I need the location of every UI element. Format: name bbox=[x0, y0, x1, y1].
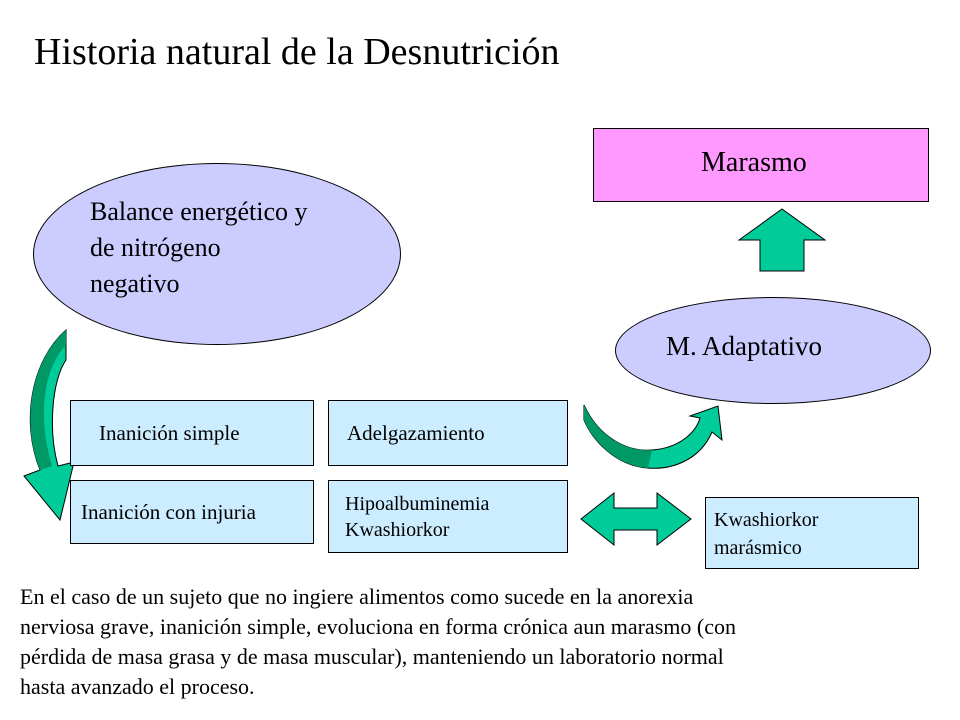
marasmo-label: Marasmo bbox=[701, 147, 807, 178]
adaptativo-ellipse: M. Adaptativo bbox=[615, 297, 931, 404]
paragraph-line-3: pérdida de masa grasa y de masa muscular… bbox=[20, 644, 724, 669]
paragraph-line-1: En el caso de un sujeto que no ingiere a… bbox=[20, 584, 694, 609]
hipoalbuminemia-label: Hipoalbuminemia Kwashiorkor bbox=[345, 491, 489, 543]
paragraph-line-4: hasta avanzado el proceso. bbox=[20, 674, 255, 699]
marasmo-box: Marasmo bbox=[593, 128, 929, 202]
balance-ellipse: Balance energético y de nitrógeno negati… bbox=[33, 163, 401, 345]
kwashiorkor-marasmico-line-1: Kwashiorkor bbox=[714, 509, 819, 531]
inanicion-simple-label: Inanición simple bbox=[99, 421, 240, 445]
inanicion-injuria-label: Inanición con injuria bbox=[81, 500, 256, 524]
explanation-paragraph: En el caso de un sujeto que no ingiere a… bbox=[20, 582, 930, 702]
up-arrow-icon bbox=[737, 208, 827, 272]
adelgazamiento-label: Adelgazamiento bbox=[347, 421, 485, 445]
curved-up-arrow-shade bbox=[584, 405, 652, 468]
balance-line-2: de nitrógeno bbox=[90, 233, 221, 262]
curved-down-arrow-shade bbox=[30, 330, 66, 470]
hipoalbuminemia-box: Hipoalbuminemia Kwashiorkor bbox=[328, 480, 568, 553]
paragraph-line-2: nerviosa grave, inanición simple, evoluc… bbox=[20, 614, 736, 639]
balance-line-3: negativo bbox=[90, 269, 180, 298]
adelgazamiento-box: Adelgazamiento bbox=[328, 400, 568, 466]
inanicion-injuria-box: Inanición con injuria bbox=[70, 480, 314, 544]
hipoalbuminemia-line-1: Hipoalbuminemia bbox=[345, 493, 490, 515]
adaptativo-label: M. Adaptativo bbox=[666, 331, 822, 361]
kwashiorkor-marasmico-line-2: marásmico bbox=[714, 537, 802, 559]
kwashiorkor-marasmico-box: Kwashiorkor marásmico bbox=[705, 497, 919, 569]
balance-line-1: Balance energético y bbox=[90, 197, 308, 226]
page-title: Historia natural de la Desnutrición bbox=[34, 31, 560, 73]
balance-label: Balance energético y de nitrógeno negati… bbox=[90, 194, 308, 302]
hipoalbuminemia-line-2: Kwashiorkor bbox=[345, 519, 450, 541]
double-arrow-icon bbox=[580, 491, 692, 547]
inanicion-simple-box: Inanición simple bbox=[70, 400, 314, 466]
kwashiorkor-marasmico-label: Kwashiorkor marásmico bbox=[714, 506, 818, 562]
